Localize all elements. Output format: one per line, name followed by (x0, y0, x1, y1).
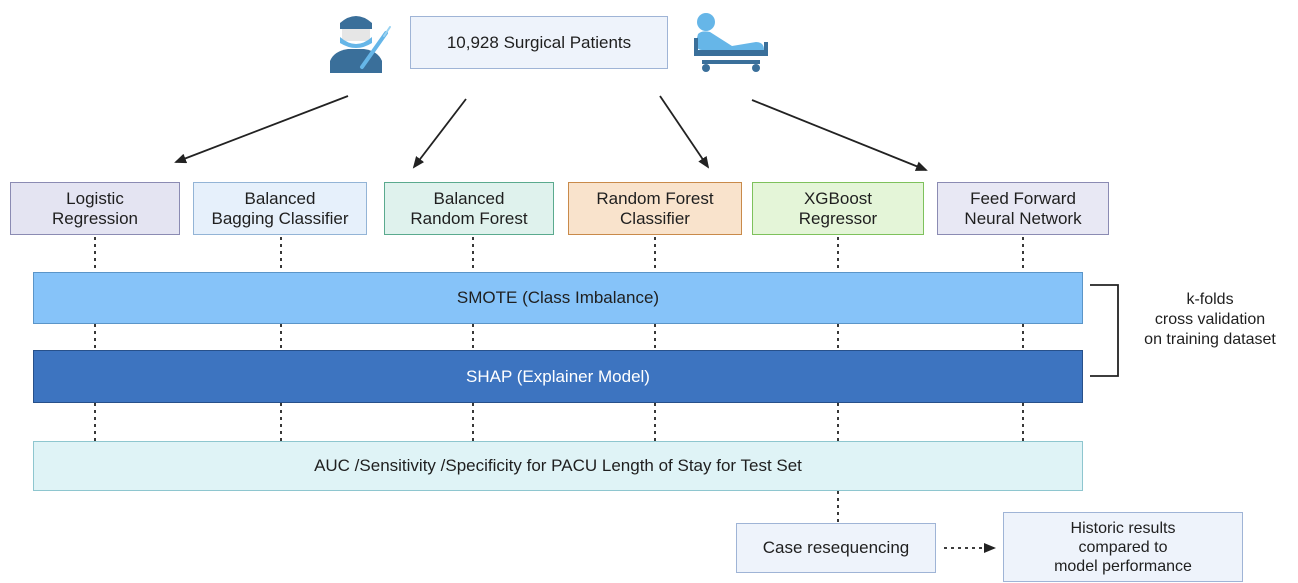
model-label-xgb: XGBoost Regressor (798, 188, 878, 228)
model-label-ffnn: Feed Forward Neural Network (964, 188, 1082, 228)
model-box-xgb: XGBoost Regressor (752, 182, 924, 235)
model-label-rfc: Random Forest Classifier (596, 188, 714, 228)
model-label-lr: Logistic Regression (52, 188, 138, 228)
hospital-bed-icon (694, 13, 768, 72)
arrow-to-logistic-regression (174, 95, 349, 164)
model-box-bbc: Balanced Bagging Classifier (193, 182, 367, 235)
case-resequencing-label: Case resequencing (762, 538, 910, 557)
model-box-brf: Balanced Random Forest (384, 182, 554, 235)
kfold-label: k-folds cross validation on training dat… (1144, 291, 1276, 348)
surgeon-icon (330, 16, 391, 73)
shap-label: SHAP (Explainer Model) (466, 366, 650, 386)
model-box-ffnn: Feed Forward Neural Network (937, 182, 1109, 235)
model-label-bbc: Balanced Bagging Classifier (211, 188, 349, 228)
shap-bar: SHAP (Explainer Model) (33, 350, 1083, 403)
model-label-brf: Balanced Random Forest (410, 188, 528, 228)
historic-results-label: Historic results compared to model perfo… (1054, 519, 1192, 575)
smote-bar: SMOTE (Class Imbalance) (33, 272, 1083, 324)
arrow-to-xgboost (751, 99, 928, 171)
kfold-bracket (1090, 284, 1119, 377)
source-patients-label: 10,928 Surgical Patients (446, 32, 632, 52)
model-box-rfc: Random Forest Classifier (568, 182, 742, 235)
smote-label: SMOTE (Class Imbalance) (456, 288, 660, 307)
arrow-to-balanced-random-forest (412, 98, 467, 169)
auc-bar: AUC /Sensitivity /Specificity for PACU L… (33, 441, 1083, 491)
auc-label: AUC /Sensitivity /Specificity for PACU L… (314, 456, 802, 475)
model-box-lr: Logistic Regression (10, 182, 180, 235)
case-resequencing-box: Case resequencing (736, 523, 936, 573)
source-patients-box: 10,928 Surgical Patients (410, 16, 668, 69)
arrow-to-random-forest-classifier (659, 95, 710, 169)
historic-results-box: Historic results compared to model perfo… (1003, 512, 1243, 582)
